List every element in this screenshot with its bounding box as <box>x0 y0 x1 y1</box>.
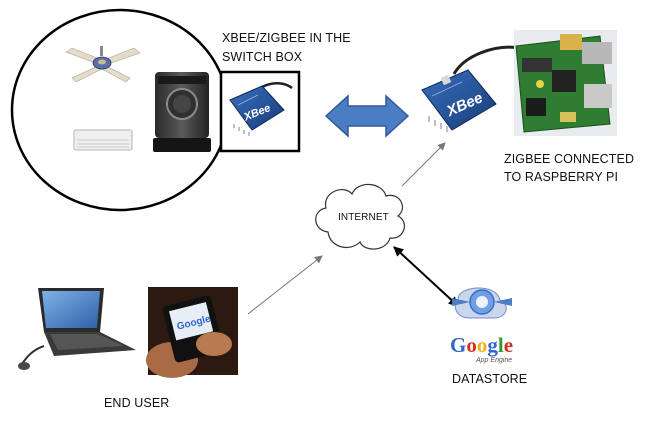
xbee-module-icon: XBee <box>229 82 293 136</box>
app-engine-text: App Engine <box>475 357 512 364</box>
washing-machine-icon <box>153 72 211 152</box>
end-user-label: END USER <box>104 396 170 410</box>
air-conditioner-icon <box>73 129 133 151</box>
internet-label: INTERNET <box>338 212 389 223</box>
raspberry-pi-icon <box>514 30 617 136</box>
datastore-label: DATASTORE <box>452 372 528 386</box>
switch-box: XBee <box>219 70 301 153</box>
app-engine-icon: Google App Engine <box>450 287 513 364</box>
switch-box-label-line2: SWITCH BOX <box>222 50 303 64</box>
ceiling-fan-icon <box>65 46 141 83</box>
pi-label-line2: TO RASPBERRY PI <box>504 170 619 184</box>
laptop-icon <box>18 288 136 370</box>
bidirectional-link-arrow <box>324 94 410 138</box>
cloud-icon <box>315 183 406 250</box>
arrow-user-to-internet <box>247 255 323 315</box>
arrow-internet-datastore <box>393 246 459 307</box>
home-appliances-group <box>10 8 230 212</box>
google-logo-text: Google <box>450 333 513 357</box>
arrow-internet-to-pi <box>401 142 446 187</box>
pi-label-line1: ZIGBEE CONNECTED <box>504 152 635 166</box>
switch-box-label-line1: XBEE/ZIGBEE IN THE <box>222 31 351 45</box>
smartphone-icon: Google <box>146 287 238 378</box>
xbee-module-icon: XBee <box>421 45 521 132</box>
